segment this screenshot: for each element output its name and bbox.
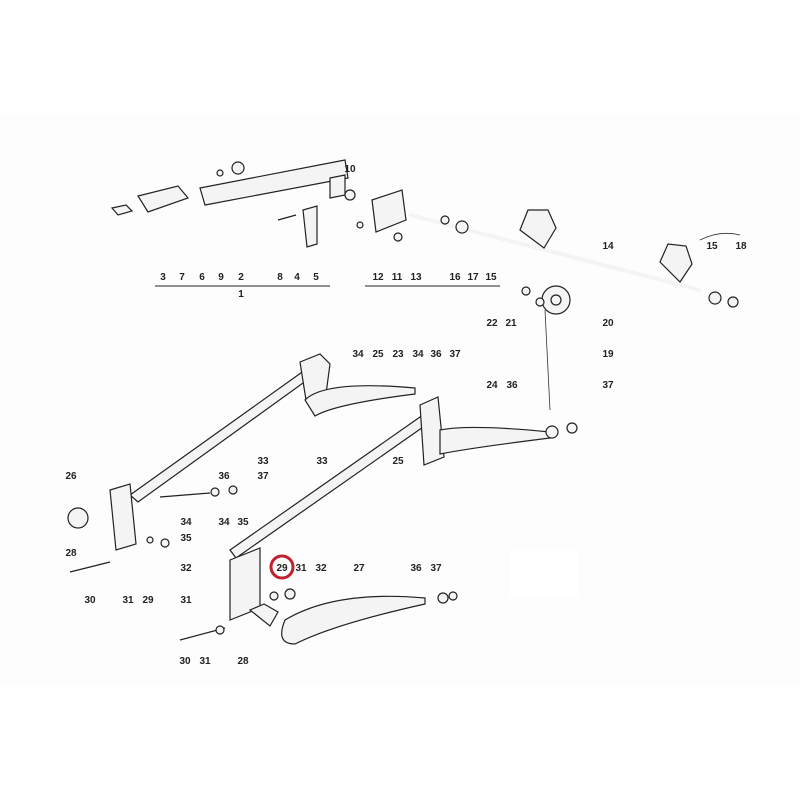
part-label: 2	[238, 272, 244, 283]
part-label: 23	[392, 349, 404, 360]
part-label: 37	[430, 563, 442, 574]
part-label: 36	[506, 380, 518, 391]
group-label: 1	[238, 289, 244, 300]
pulley-assembly	[521, 285, 571, 411]
blank-box	[510, 550, 578, 598]
part-label: 26	[65, 471, 77, 482]
bracket-29-left	[109, 483, 137, 551]
bushing	[231, 161, 245, 175]
part-label: 36	[430, 349, 442, 360]
part-label: 32	[180, 563, 192, 574]
part-label: 33	[257, 456, 269, 467]
part-label: 32	[315, 563, 327, 574]
part-label: 37	[602, 380, 614, 391]
arm-27	[281, 595, 426, 645]
part-label: 19	[602, 349, 614, 360]
part-label: 15	[706, 241, 718, 252]
part-label: 37	[449, 349, 461, 360]
sector-plate	[371, 189, 407, 233]
part-label: 31	[199, 656, 211, 667]
pedal-lever-assembly	[110, 159, 741, 308]
part-label: 35	[180, 533, 192, 544]
part-label: 7	[179, 272, 185, 283]
linkage	[67, 353, 578, 645]
part-label: 28	[237, 656, 249, 667]
part-label: 30	[179, 656, 191, 667]
part-label: 3	[160, 272, 166, 283]
highlighted-part-label: 29	[276, 563, 288, 574]
part-label: 20	[602, 318, 614, 329]
pedal-cap	[110, 204, 134, 216]
part-label: 14	[602, 241, 614, 252]
part-label: 5	[313, 272, 319, 283]
part-label: 13	[410, 272, 422, 283]
part-label: 29	[142, 595, 154, 606]
part-label: 31	[180, 595, 192, 606]
pedal-grip	[137, 185, 190, 213]
part-label: 18	[735, 241, 747, 252]
highlighted-part-29[interactable]: 29	[269, 554, 295, 580]
part-label: 6	[199, 272, 205, 283]
part-label: 30	[84, 595, 96, 606]
highlight-ring	[269, 554, 295, 580]
part-label: 15	[485, 272, 497, 283]
part-labels-lower: 34 25 23 34 36 37 24 36 37 25 33 33 26 3…	[65, 349, 614, 667]
cam-right	[659, 243, 693, 283]
part-label: 33	[316, 456, 328, 467]
part-label: 4	[294, 272, 300, 283]
part-label: 36	[218, 471, 230, 482]
part-label: 34	[180, 517, 192, 528]
part-label: 11	[392, 272, 403, 283]
part-labels-top: 3 7 6 9 2 8 4 5 1 10 12 11 13 16 17 15 1…	[160, 164, 747, 360]
part-label: 21	[505, 318, 517, 329]
lever-arm	[199, 159, 349, 206]
part-label: 22	[486, 318, 498, 329]
cam-left	[519, 209, 557, 249]
arm-23	[304, 385, 416, 417]
part-label: 8	[277, 272, 283, 283]
part-label: 31	[122, 595, 134, 606]
part-label: 12	[372, 272, 384, 283]
part-label: 9	[218, 272, 224, 283]
part-label: 25	[392, 456, 404, 467]
part-label: 34	[412, 349, 424, 360]
part-label: 31	[295, 563, 307, 574]
part-label: 34	[352, 349, 364, 360]
part-label: 17	[467, 272, 479, 283]
part-label: 37	[257, 471, 269, 482]
part-label: 27	[353, 563, 365, 574]
bracket	[302, 205, 318, 248]
part-label: 28	[65, 548, 77, 559]
part-label: 16	[449, 272, 461, 283]
part-label: 10	[344, 164, 356, 175]
part-label: 24	[486, 380, 498, 391]
part-label: 34	[218, 517, 230, 528]
part-label: 25	[372, 349, 384, 360]
part-label: 36	[410, 563, 422, 574]
part-label: 35	[237, 517, 249, 528]
